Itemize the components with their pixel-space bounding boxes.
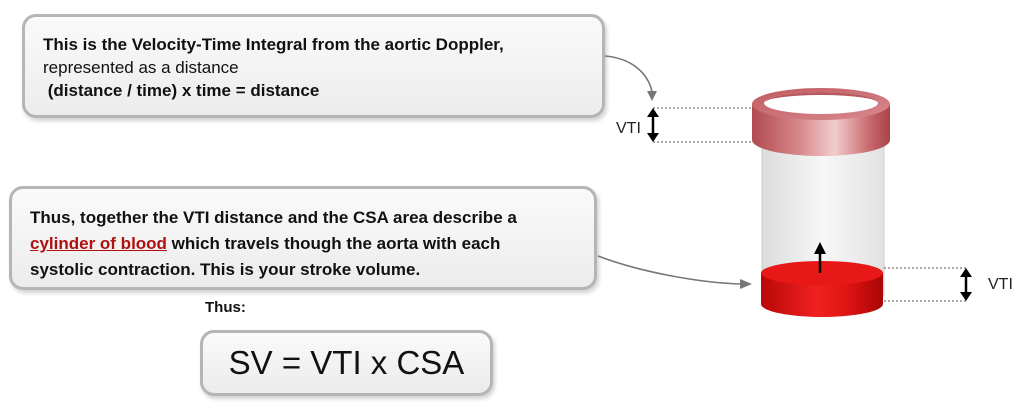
blood-cylinder-top bbox=[761, 261, 883, 285]
vti-explanation-line1: This is the Velocity-Time Integral from … bbox=[43, 35, 504, 54]
vti-bottom-label: VTI bbox=[988, 276, 1013, 293]
connector-arrowhead-bottom bbox=[740, 279, 752, 289]
connector-arrow-bottom bbox=[597, 255, 743, 285]
connector-arrow-top bbox=[604, 55, 653, 93]
vti-bottom-arrow-up bbox=[960, 268, 972, 277]
thus-label: Thus: bbox=[205, 299, 246, 316]
cylinder-of-blood-highlight: cylinder of blood bbox=[30, 234, 167, 253]
stroke-volume-line1: Thus, together the VTI distance and the … bbox=[30, 208, 517, 227]
vti-explanation-line3: (distance / time) x time = distance bbox=[43, 81, 320, 100]
stroke-volume-callout: Thus, together the VTI distance and the … bbox=[9, 186, 597, 290]
blood-cylinder-body bbox=[761, 273, 883, 317]
flow-arrow-head bbox=[814, 242, 826, 254]
top-ring-inner-shade bbox=[764, 92, 878, 103]
vti-bottom-arrow-down bbox=[960, 292, 972, 301]
vti-explanation-line2: represented as a distance bbox=[43, 58, 239, 77]
connector-arrowhead-top bbox=[647, 91, 657, 101]
vti-top-arrow-up bbox=[647, 108, 659, 117]
stroke-volume-line2-rest: which travels though the aorta with each bbox=[166, 234, 501, 253]
sv-formula-text: SV = VTI x CSA bbox=[228, 344, 465, 381]
top-ring-hole bbox=[764, 92, 878, 114]
vti-top-arrow-down bbox=[647, 133, 659, 142]
sv-formula-box: SV = VTI x CSA bbox=[200, 330, 493, 396]
stroke-volume-line3: systolic contraction. This is your strok… bbox=[30, 260, 421, 279]
vti-top-label: VTI bbox=[616, 120, 641, 137]
stroke-volume-line2: cylinder of blood which travels though t… bbox=[30, 231, 576, 257]
vti-explanation-callout: This is the Velocity-Time Integral from … bbox=[22, 14, 605, 118]
